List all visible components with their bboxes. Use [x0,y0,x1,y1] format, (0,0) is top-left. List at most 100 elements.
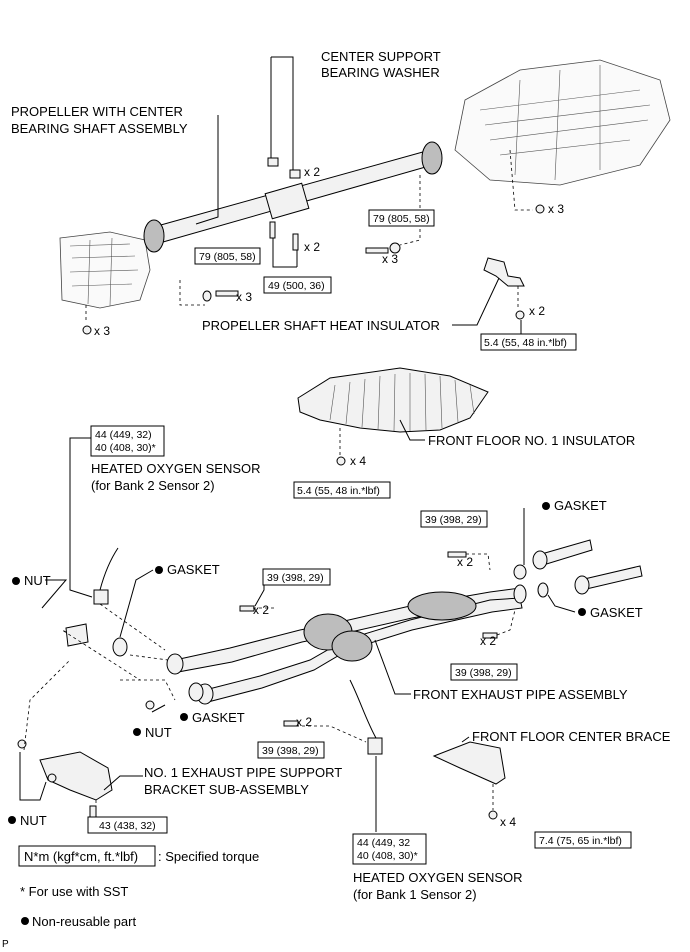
label-front-exhaust-pipe: FRONT EXHAUST PIPE ASSEMBLY [413,687,628,702]
torque-box-prop-center [263,276,332,294]
qty-brace: x 4 [500,815,516,829]
nut-top-right-part [535,204,545,214]
legend-torque-desc: : Specified torque [158,849,259,864]
nonreusable-dot-gasket-left [155,566,163,574]
torque-prop-right: 79 (805, 58) [373,213,430,225]
ho2-sensor-bank1-part [349,679,383,755]
torque-ho2-bank2-a: 44 (449, 32) [95,429,152,441]
legend-nonreusable: Non-reusable part [32,914,136,929]
label-support-bracket-2: BRACKET SUB-ASSEMBLY [144,782,309,797]
qty-flange-r2: x 2 [480,634,496,648]
label-propeller-1: PROPELLER WITH CENTER [11,104,183,119]
label-front-floor-brace: FRONT FLOOR CENTER BRACE [472,729,671,744]
torque-box-flange-lower [257,741,325,759]
qty-floor-insulator: x 4 [350,454,366,468]
gasket-part-center [188,682,204,702]
bolt-part-2 [292,233,299,251]
nonreusable-dot-nut-left [12,577,20,585]
center-bearing [264,182,310,220]
qty-washer: x 2 [304,165,320,179]
torque-box-prop-left [194,247,261,265]
label-nut-bottom: NUT [20,813,47,828]
bolt-tr [447,551,467,558]
nonreusable-dot-gasket-r [578,608,586,616]
qty-bolt-left: x 3 [236,290,252,304]
gasket-part-left [112,637,128,657]
label-front-floor-insulator: FRONT FLOOR NO. 1 INSULATOR [428,433,635,448]
rear-differential-outline [454,59,671,186]
label-nut-mid: NUT [145,725,172,740]
torque-brace: 7.4 (75, 65 in.*lbf) [539,835,622,847]
qty-flange-tr: x 2 [457,555,473,569]
torque-box-flange-tr [420,510,488,528]
washer-part-1 [267,157,279,167]
propeller-shaft-heat-insulator [483,257,525,287]
torque-flange-tr: 39 (398, 29) [425,514,482,526]
washer-part-2 [289,169,301,179]
torque-prop-left: 79 (805, 58) [199,251,256,263]
torque-box-floor-ins [293,481,391,499]
torque-box-ho2-bank1 [352,833,427,865]
label-center-support-2: BEARING WASHER [321,65,440,80]
bolt-part-1 [269,221,276,239]
label-gasket-r: GASKET [590,605,643,620]
qty-flange-left: x 2 [253,603,269,617]
nonreusable-dot-gasket-tr [542,502,550,510]
label-ho2-bank2-2: (for Bank 2 Sensor 2) [91,478,215,493]
ho2-sensor-bank2-part [93,547,119,605]
label-nut-left: NUT [24,573,51,588]
propeller-shaft [143,141,443,253]
torque-flange-left: 39 (398, 29) [267,572,324,584]
label-gasket-center: GASKET [192,710,245,725]
torque-flange-lower: 39 (398, 29) [262,745,319,757]
support-bracket-part [39,623,113,801]
nut-right-part [389,242,401,254]
qty-heat-insulator: x 2 [529,304,545,318]
label-propeller-2: BEARING SHAFT ASSEMBLY [11,121,188,136]
gasket-part-tr [513,564,527,580]
torque-box-heat-ins [480,333,577,351]
nonreusable-dot-nut-mid [133,728,141,736]
torque-floor-ins: 5.4 (55, 48 in.*lbf) [297,485,380,497]
label-ho2-bank1-2: (for Bank 1 Sensor 2) [353,887,477,902]
torque-bracket: 43 (438, 32) [99,820,156,832]
torque-ho2-bank2-b: 40 (408, 30)* [95,442,156,454]
legend-torque-box [18,845,156,867]
label-ho2-bank2-1: HEATED OXYGEN SENSOR [91,461,261,476]
nonreusable-dot-gasket-center [180,713,188,721]
label-prop-heat-insulator: PROPELLER SHAFT HEAT INSULATOR [202,318,440,333]
washer-left-part [202,290,212,302]
torque-box-brace [534,831,632,849]
label-ho2-bank1-1: HEATED OXYGEN SENSOR [353,870,523,885]
torque-box-ho2-bank2 [90,425,165,457]
legend-torque-unit: N*m (kgf*cm, ft.*lbf) [24,849,138,864]
bolt-left-part [215,290,239,297]
torque-heat-ins: 5.4 (55, 48 in.*lbf) [484,337,567,349]
qty-nut-right: x 3 [548,202,564,216]
torque-prop-center: 49 (500, 36) [268,280,325,292]
front-floor-center-brace-part [432,741,506,785]
label-center-support-1: CENTER SUPPORT [321,49,441,64]
torque-ho2-bank1-a: 44 (449, 32 [357,837,410,849]
bolt-left [239,605,255,612]
legend-nonreusable-dot [21,917,29,925]
label-gasket-left: GASKET [167,562,220,577]
nonreusable-dot-nut-bottom [8,816,16,824]
legend-sst-note: * For use with SST [20,884,128,899]
torque-box-prop-right [368,209,435,227]
front-floor-no1-insulator [297,367,489,433]
label-gasket-tr: GASKET [554,498,607,513]
rear-flange [143,219,165,253]
front-exhaust-pipe-assembly [166,584,527,705]
torque-ho2-bank1-b: 40 (408, 30)* [357,850,418,862]
bolt-r2 [482,632,498,639]
bolt-right-part [365,247,389,254]
front-flange [421,141,443,175]
center-resonator [407,591,477,621]
qty-flange-lower: x 2 [296,715,312,729]
catalytic-converter-2 [331,630,373,662]
torque-box-flange-r2 [450,663,518,681]
figure-id: P [2,939,9,950]
